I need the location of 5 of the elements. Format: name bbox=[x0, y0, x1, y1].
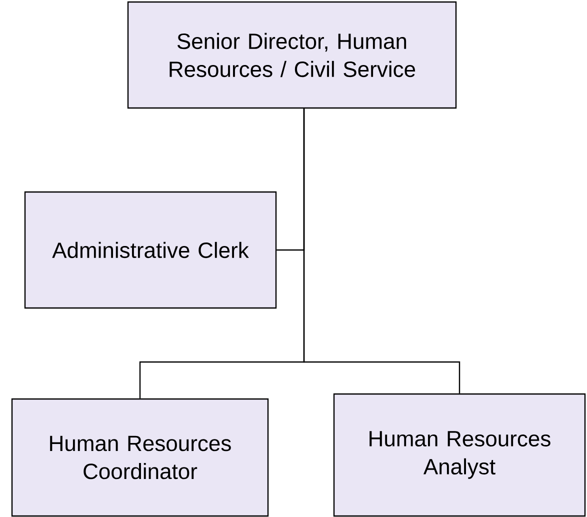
org-box: Administrative Clerk bbox=[24, 191, 277, 309]
org-box: Human Resources Analyst bbox=[333, 393, 586, 517]
org-box: Human Resources Coordinator bbox=[11, 398, 269, 517]
connector-line bbox=[303, 108, 460, 394]
org-box: Senior Director, Human Resources / Civil Service bbox=[127, 1, 457, 109]
